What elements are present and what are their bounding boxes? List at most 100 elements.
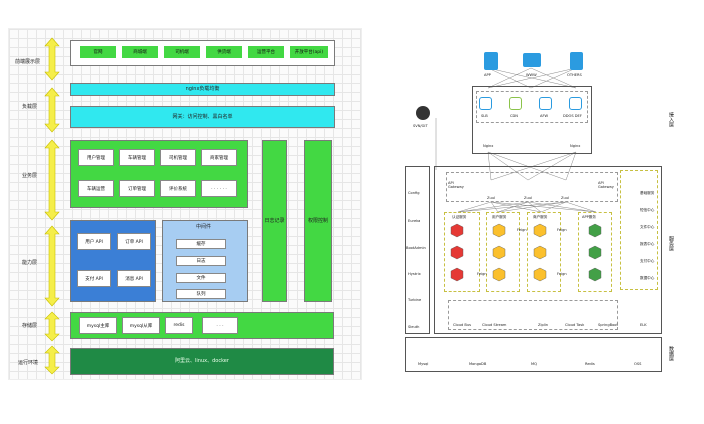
storage-item: mysql主库 xyxy=(79,317,117,334)
tool-label: Ziplin xyxy=(538,323,549,327)
business-item: 车辆管理 xyxy=(119,149,155,166)
business-item: 用户管理 xyxy=(78,149,114,166)
edge-label: AFW xyxy=(540,114,549,118)
service-layer-box xyxy=(434,166,662,334)
tools-row xyxy=(448,300,618,330)
tool-label: Cloud Bus xyxy=(453,323,472,327)
right-services-group xyxy=(620,170,658,290)
access-item: 供货端 xyxy=(205,45,243,59)
side-service-label: Turbine xyxy=(408,298,422,302)
phone-icon xyxy=(484,52,498,70)
feign-label: Feign xyxy=(557,228,567,232)
middleware-item: 缓存 xyxy=(176,239,226,249)
service-group xyxy=(578,212,612,292)
edge-icon xyxy=(479,97,492,110)
storage-item: mysql从库 xyxy=(122,317,160,334)
edge-label: DDOS DEF xyxy=(563,114,582,118)
service-group-label: 用户服务 xyxy=(492,215,507,219)
log-record-bar: 日志记录 xyxy=(262,140,287,302)
edge-icon xyxy=(569,97,582,110)
storage-item: redis xyxy=(165,317,193,334)
middleware-item: 队列 xyxy=(176,289,226,299)
service-group-label: APP服务 xyxy=(582,215,596,219)
service-group xyxy=(527,212,561,292)
access-edge-box xyxy=(472,86,592,154)
right-tag: 接入层 xyxy=(668,112,674,127)
client-label: OTHERS xyxy=(567,73,582,77)
side-service-label: BootAdmin xyxy=(406,246,426,250)
data-label: OSS xyxy=(634,362,642,366)
nginx-label: Nginx xyxy=(570,144,581,148)
business-item: 司机管理 xyxy=(160,149,196,166)
business-item: 商家管理 xyxy=(201,149,237,166)
capability-item: 支付 API xyxy=(77,270,111,287)
layer-label-ops: 运行环境 xyxy=(18,360,39,366)
right-service-label: 文件中心 xyxy=(640,225,655,229)
client-label: WWW xyxy=(526,73,537,77)
edge-services-row xyxy=(476,91,588,123)
access-item: 开放平台(api) xyxy=(289,45,329,59)
service-group xyxy=(444,212,480,292)
capability-item: 消息 API xyxy=(117,270,151,287)
gateway-label: API Gateway xyxy=(598,181,614,189)
side-service-label: Sleuth xyxy=(408,325,420,329)
client-label: APP xyxy=(484,73,491,77)
tool-label: ELK xyxy=(640,323,647,327)
access-item: 运营平台 xyxy=(247,45,285,59)
business-item: 评价系统 xyxy=(160,180,196,197)
edge-label: SLB xyxy=(481,114,488,118)
business-item: . . . . . . xyxy=(201,180,237,197)
layer-label-access: 前端展示层 xyxy=(15,59,41,65)
right-service-label: 基础服务 xyxy=(640,191,655,195)
data-label: Redis xyxy=(585,362,595,366)
tool-label: Cloud Stream xyxy=(482,323,507,327)
double-arrow-icon xyxy=(44,37,60,375)
tool-label: SpringBoot xyxy=(598,323,618,327)
svn-label: SVN/GIT xyxy=(413,124,428,128)
nginx-load-balancer-bar: nginx负载均衡 xyxy=(70,83,335,96)
feign-label: Feign xyxy=(477,272,487,276)
gateway-bar: 网关：访问控制、黑白名单 xyxy=(70,106,335,128)
business-item: 订单管理 xyxy=(119,180,155,197)
middleware-title: 中间件 xyxy=(196,224,212,230)
side-service-label: Hystrix xyxy=(408,272,421,276)
zuul-label: Zuul xyxy=(487,196,496,200)
layer-label-biz: 业务层 xyxy=(22,173,38,179)
right-service-label: 短信中心 xyxy=(640,208,655,212)
permission-control-bar: 权限控制 xyxy=(304,140,332,302)
middleware-item: 文件 xyxy=(176,273,226,283)
side-services-column xyxy=(405,166,430,334)
right-service-label: 数据中心 xyxy=(640,276,655,280)
right-service-label: 支付中心 xyxy=(640,259,655,263)
access-item: 官网 xyxy=(79,45,117,59)
hexagon-service-icon xyxy=(450,223,602,282)
middleware-item: 日志 xyxy=(176,256,226,266)
gateway-row xyxy=(446,172,618,202)
data-layer-box xyxy=(405,337,662,372)
side-service-label: Eureka xyxy=(408,219,421,223)
layer-label-store: 存储层 xyxy=(22,323,38,329)
right-tag: 服务层 xyxy=(668,236,674,251)
edge-label: CDN xyxy=(510,114,518,118)
capability-item: 订单 API xyxy=(117,233,151,250)
runtime-environment-bar: 阿里云、linux、docker xyxy=(70,348,334,375)
nginx-label: Nginx xyxy=(483,144,494,148)
capability-item: 用户 API xyxy=(77,233,111,250)
layer-label-cap: 能力层 xyxy=(22,260,38,266)
side-service-label: Config xyxy=(408,191,420,195)
service-group-label: 商户服务 xyxy=(533,215,548,219)
data-label: MongoDB xyxy=(469,362,487,366)
right-service-label: 报表中心 xyxy=(640,242,655,246)
access-item: 商城端 xyxy=(121,45,159,59)
monitor-icon xyxy=(523,53,541,67)
access-item: 司机端 xyxy=(163,45,201,59)
service-group-label: 认证服务 xyxy=(452,215,467,219)
tool-label: Cloud Task xyxy=(565,323,585,327)
zuul-label: Zuul xyxy=(561,196,570,200)
data-label: MQ xyxy=(531,362,537,366)
edge-icon xyxy=(509,97,522,110)
feign-label: Feign xyxy=(517,228,527,232)
storage-item: . . . xyxy=(202,317,238,334)
gateway-label: API Gateway xyxy=(448,181,464,189)
right-tag: 数据层 xyxy=(668,346,674,361)
